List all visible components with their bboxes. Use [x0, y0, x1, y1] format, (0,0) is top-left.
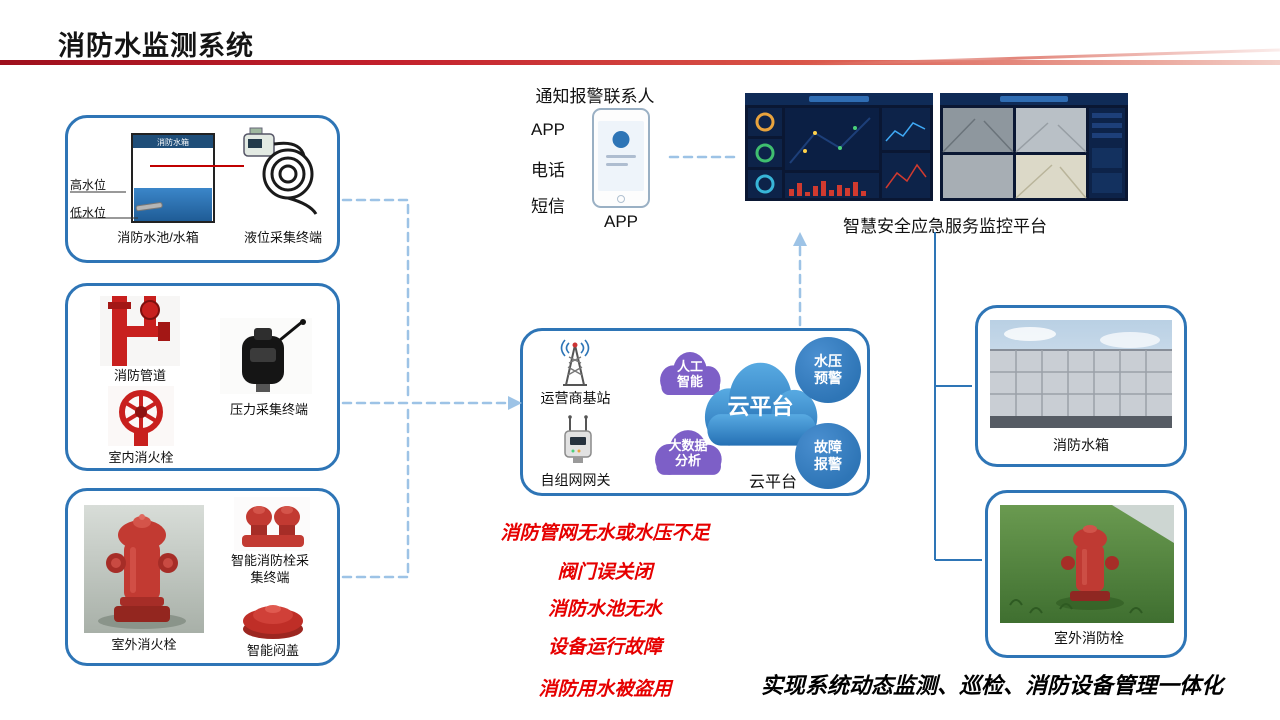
phone-home-button [617, 195, 625, 203]
fire-pipes-image [100, 296, 180, 366]
platform-camera-screenshot [940, 93, 1128, 201]
warning-2: 阀门误关闭 [557, 561, 653, 583]
indoor-hydrant-caption: 室内消火栓 [108, 450, 174, 465]
outdoor-hydrant-photo-caption: 室外消防栓 [1054, 630, 1124, 646]
cloud-platform-box: 运营商基站 自组网网关 人工 智能 大数据 分析 [520, 328, 870, 496]
pressure-terminal-image [220, 318, 312, 394]
warning-1: 消防管网无水或水压不足 [500, 522, 710, 544]
bigdata-cloud-label: 大数据 分析 [668, 438, 708, 468]
cloud-box-caption: 云平台 [748, 474, 797, 491]
phone-text-line [606, 155, 636, 158]
notify-title: 通知报警联系人 [535, 87, 655, 106]
smart-cover-image [238, 589, 308, 643]
cloud-platform-cloud: 云平台 [688, 357, 833, 457]
pressure-alert-badge: 水压 预警 [795, 337, 861, 403]
fault-alert-badge: 故障 报警 [795, 423, 861, 489]
bigdata-cloud: 大数据 分析 [645, 427, 731, 481]
notify-item-sms: 短信 [531, 197, 565, 216]
level-sensor-caption: 液位采集终端 [243, 230, 322, 245]
tank-title-text: 消防水箱 [157, 137, 189, 147]
phone-text-line [606, 163, 628, 166]
platform-dashboard-screenshot [745, 93, 933, 201]
pressure-box: 消防管道 压力采集终端 室内消火栓 [65, 283, 340, 471]
water-tank-photo [990, 320, 1172, 428]
smart-cover-caption: 智能闷盖 [246, 643, 299, 658]
notify-item-app: APP [530, 120, 566, 139]
gateway-caption: 自组网网关 [540, 472, 611, 488]
tank-caption: 消防水池/水箱 [117, 230, 199, 245]
outdoor-hydrant-caption: 室外消火栓 [111, 637, 177, 652]
phone-image [592, 108, 650, 208]
cell-tower-caption: 运营商基站 [540, 390, 611, 406]
platform-caption: 智慧安全应急服务监控平台 [843, 217, 1047, 236]
ai-cloud: 人工 智能 [651, 349, 729, 401]
footer-slogan: 实现系统动态监测、巡检、消防设备管理一体化 [760, 673, 1223, 698]
cloud-platform-label: 云平台 [727, 394, 794, 420]
ai-cloud-label: 人工 智能 [676, 359, 703, 389]
indoor-hydrant-image [108, 386, 174, 446]
notify-item-phone: 电话 [531, 161, 565, 180]
high-level-label: 高水位 [70, 178, 107, 192]
app-icon [612, 131, 630, 148]
cell-tower-icon [560, 339, 590, 386]
warning-3: 消防水池无水 [547, 598, 662, 620]
warning-5: 消防用水被盗用 [538, 678, 672, 700]
warning-4: 设备运行故障 [547, 636, 662, 658]
outdoor-hydrant-photo [84, 505, 204, 633]
water-tank-image: 消防水箱 [131, 133, 215, 223]
water-level-box: 高水位 低水位 消防水箱 消防水池/水箱 液位采集终端 [65, 115, 340, 263]
low-level-label: 低水位 [70, 206, 107, 220]
outdoor-hydrant-box: 室外消火栓 智能消防栓采集终端 智能闷盖 [65, 488, 340, 666]
smart-hydrant-terminal-image [234, 497, 310, 551]
pressure-terminal-caption: 压力采集终端 [229, 402, 308, 417]
page-title: 消防水监测系统 [58, 31, 254, 61]
water-tank-photo-box: 消防水箱 [975, 305, 1187, 467]
smart-hydrant-terminal-caption: 智能消防栓采集终端 [230, 553, 309, 585]
title-divider [0, 60, 1280, 65]
outdoor-hydrant-photo-box: 室外消防栓 [985, 490, 1187, 658]
water-tank-photo-caption: 消防水箱 [1053, 437, 1109, 453]
phone-caption: APP [603, 212, 639, 231]
phone-screen [598, 121, 644, 191]
outdoor-hydrant-field-photo [1000, 505, 1174, 623]
fire-pipes-caption: 消防管道 [113, 368, 166, 383]
level-sensor-image [243, 127, 318, 215]
gateway-icon [564, 415, 592, 463]
